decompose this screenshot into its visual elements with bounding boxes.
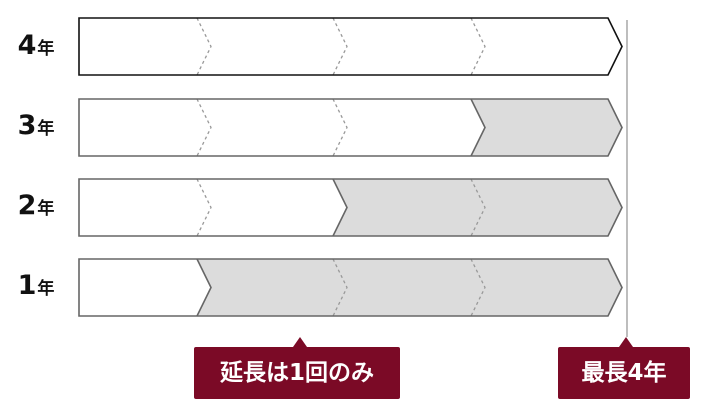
row-1-year-divider-2 (332, 258, 348, 317)
row-1-year-outline (78, 258, 623, 317)
row-4-year-divider-3 (470, 17, 486, 76)
row-label-1-year: 1年 (17, 270, 55, 301)
row-2-year-divider-3 (470, 178, 486, 237)
row-2-year-outline (78, 178, 623, 237)
row-4-year-bar (79, 18, 622, 75)
row-1-year-divider-3 (470, 258, 486, 317)
row-3-year-shaded-segment (471, 99, 622, 156)
row-3-year-divider-1 (196, 98, 212, 157)
row-label-2-year: 2年 (17, 190, 55, 221)
row-1-year-shaded-segment (197, 259, 622, 316)
row-4-year-divider-1 (196, 17, 212, 76)
row-2-year-shaded-segment (333, 179, 622, 236)
row-4-year-divider-2 (332, 17, 348, 76)
row-3-year-shade-boundary (470, 98, 486, 157)
max-term-callout: 最長4年 (558, 337, 690, 399)
row-3-year-divider-2 (332, 98, 348, 157)
row-3-year-outline (78, 98, 623, 157)
row-2-year-divider-1 (196, 178, 212, 237)
row-4-year-outline (78, 17, 623, 76)
row-1-year-shade-boundary (196, 258, 212, 317)
row-label-3-year: 3年 (17, 110, 55, 141)
row-2-year-shade-boundary (332, 178, 348, 237)
extension-once-callout: 延長は1回のみ (194, 337, 400, 399)
row-label-4-year: 4年 (17, 30, 55, 61)
